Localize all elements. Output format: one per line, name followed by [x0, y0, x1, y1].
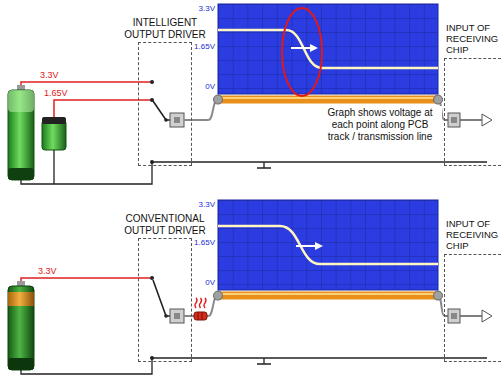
axis-label: 1.65V	[194, 42, 215, 51]
box-heading: INPUT OF RECEIVING CHIP	[446, 23, 501, 56]
pcb-track	[192, 291, 444, 316]
ground-and-receiver	[152, 309, 492, 364]
voltage-label: 3.3V	[40, 70, 59, 80]
voltage-label: 1.65V	[44, 88, 68, 98]
box-heading: INTELLIGENT OUTPUT DRIVER	[119, 17, 211, 40]
axis-label: 0V	[205, 278, 215, 287]
axis-label: 3.3V	[199, 4, 215, 13]
track-part	[218, 96, 438, 104]
axis-label: 0V	[205, 82, 215, 91]
resistor-symbol	[194, 312, 207, 320]
track-part	[214, 95, 223, 104]
axis-label: 3.3V	[199, 200, 215, 209]
receiver-box: INPUT OF RECEIVING CHIP	[444, 58, 501, 166]
box-heading: INPUT OF RECEIVING CHIP	[446, 219, 501, 252]
voltage-graph	[218, 200, 438, 290]
heat-marks	[195, 298, 206, 308]
track-part	[218, 292, 438, 300]
track-part	[218, 293, 438, 295]
receiver-box: INPUT OF RECEIVING CHIP	[444, 254, 501, 362]
voltage-graph	[218, 4, 438, 96]
voltage-label: 3.3V	[38, 266, 57, 276]
track-part	[218, 97, 438, 99]
driver-circuit	[8, 80, 192, 184]
graph-note: Graph shows voltage at each point along …	[318, 106, 442, 144]
box-heading: CONVENTIONAL OUTPUT DRIVER	[119, 213, 211, 236]
driver-box: CONVENTIONAL OUTPUT DRIVER	[138, 238, 192, 362]
track-part	[434, 95, 443, 104]
track-part	[214, 291, 223, 300]
driver-box: INTELLIGENT OUTPUT DRIVER	[138, 42, 192, 166]
axis-label: 1.65V	[194, 238, 215, 247]
track-part	[434, 291, 443, 300]
driver-circuit	[8, 276, 207, 374]
